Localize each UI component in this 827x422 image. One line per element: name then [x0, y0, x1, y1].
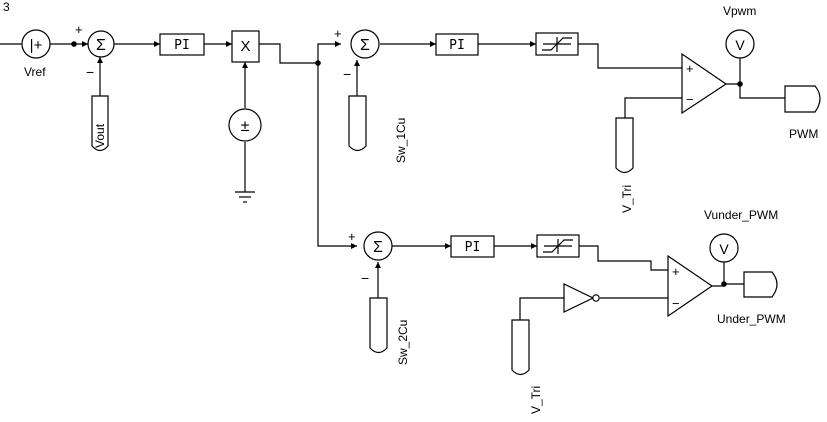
sum1-minus-sign: − [86, 64, 94, 80]
junction-dots [71, 41, 743, 287]
meter-symbol: V [719, 241, 729, 257]
sum-symbol: Σ [360, 37, 370, 54]
sum2-minus-sign: − [343, 66, 351, 82]
pi3-label: PI [465, 240, 481, 255]
pwm-output-label: PWM [789, 127, 818, 141]
constant-block[interactable]: ± [228, 108, 262, 142]
summing-junction-3[interactable]: Σ [363, 231, 393, 261]
const-symbol: ± [241, 118, 250, 135]
comp1-minus-sign: − [686, 92, 694, 107]
dc-source[interactable]: |+ [21, 29, 51, 59]
meter-top-label: Vpwm [723, 4, 756, 18]
comp2-plus-sign: + [672, 264, 680, 279]
wires [0, 43, 785, 320]
vout-label: Vout [93, 123, 107, 148]
sw-1cu-label: Sw_1Cu [394, 118, 408, 163]
comp1-plus-sign: + [686, 61, 694, 76]
sum1-plus-sign: + [75, 22, 83, 37]
sum3-minus-sign: − [361, 270, 369, 286]
vout-input[interactable]: Vout [91, 95, 109, 152]
voltmeter-2[interactable]: V [709, 233, 739, 263]
inverter[interactable] [563, 283, 600, 313]
pi2-label: PI [449, 38, 465, 53]
under-pwm-output-label: Under_PWM [717, 312, 786, 326]
sum-symbol: Σ [96, 37, 106, 54]
meter-bottom-label: Vunder_PWM [704, 208, 778, 222]
arrowheads [82, 41, 537, 268]
source-symbol: |+ [30, 37, 43, 54]
sw-1cu-input[interactable] [348, 95, 367, 152]
source-label: Vref [24, 65, 46, 79]
summing-junction-2[interactable]: Σ [350, 29, 380, 59]
voltmeter-1[interactable]: V [725, 29, 755, 59]
sum3-plus-sign: + [348, 229, 356, 244]
pi-controller-1[interactable]: PI [159, 33, 205, 56]
sum-symbol: Σ [373, 239, 383, 256]
comp2-minus-sign: − [672, 296, 680, 311]
pwm-output[interactable] [784, 85, 821, 113]
source-value: 3 [3, 0, 10, 14]
pi-controller-3[interactable]: PI [450, 235, 495, 258]
vtri-top-label: V_Tri [620, 185, 634, 213]
vtri-input-bottom[interactable] [511, 319, 530, 376]
ground-symbol [235, 191, 255, 203]
sw-2cu-input[interactable] [369, 297, 388, 354]
limiter-1[interactable] [535, 32, 579, 56]
meter-symbol: V [735, 37, 745, 53]
multiplier[interactable]: X [231, 30, 260, 63]
vtri-bottom-label: V_Tri [529, 386, 543, 414]
comparator-2[interactable] [667, 254, 714, 318]
mult-symbol: X [240, 38, 250, 55]
sum2-plus-sign: + [334, 26, 342, 41]
comparator-1[interactable] [681, 52, 728, 115]
summing-junction-1[interactable]: Σ [87, 30, 115, 58]
limiter-2[interactable] [536, 234, 580, 258]
under-pwm-output[interactable] [743, 271, 778, 298]
pi1-label: PI [174, 38, 190, 53]
vtri-input-top[interactable] [615, 117, 634, 174]
pi-controller-2[interactable]: PI [435, 33, 479, 56]
sw-2cu-label: Sw_2Cu [396, 320, 410, 365]
